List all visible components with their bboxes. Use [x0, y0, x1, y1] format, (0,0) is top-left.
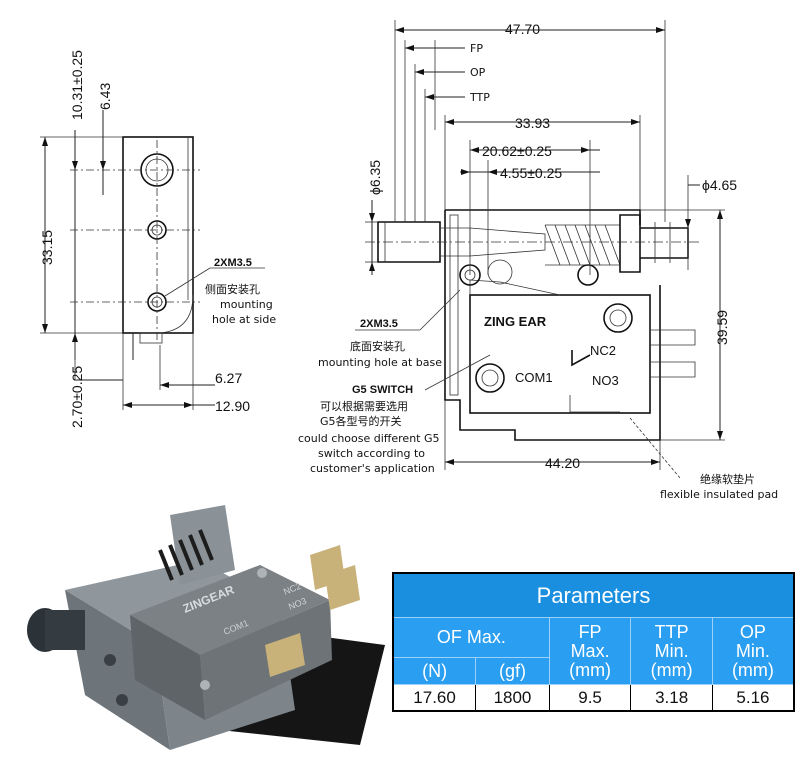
front-view: ZING EAR NC2 COM1 NO3 47.70 FP OP TTP 33…: [298, 20, 778, 500]
side-hole-label-en-2: hole at side: [212, 313, 276, 326]
header-ttp-name: TTP: [654, 621, 689, 642]
header-ttp-sub: Min.: [654, 640, 689, 661]
switch-no: NO3: [592, 373, 619, 388]
parameters-table: Parameters OF Max. FP Max. (mm) TTP Min.…: [392, 572, 795, 712]
side-hole-label-en-1: mounting: [220, 298, 273, 311]
header-fp: FP Max. (mm): [549, 617, 632, 686]
base-hole-label-cn: 底面安装孔: [350, 339, 405, 353]
dim-side-width-total: 12.90: [215, 398, 250, 414]
pad-label-cn: 绝缘软垫片: [700, 472, 755, 486]
parameters-title: Parameters: [394, 574, 793, 618]
switch-com: COM1: [515, 370, 553, 385]
header-op: OP Min. (mm): [712, 617, 793, 686]
header-op-name: OP: [739, 621, 766, 642]
dim-side-bottom: 2.70±0.25: [69, 366, 85, 428]
dim-44-20: 44.20: [545, 455, 580, 471]
header-unit-n: (N): [394, 657, 477, 686]
header-ttp-unit: (mm): [650, 659, 693, 680]
header-op-unit: (mm): [731, 659, 774, 680]
dim-33-93: 33.93: [515, 115, 550, 131]
header-ttp: TTP Min. (mm): [630, 617, 713, 686]
plunger: [377, 221, 441, 263]
dim-20-62: 20.62±0.25: [482, 143, 552, 159]
switch-hole-top: [603, 303, 633, 333]
dim-side-width-inner: 6.27: [215, 370, 242, 386]
side-hole-label-cn: 侧面安装孔: [205, 282, 260, 296]
frame-side: [65, 590, 170, 750]
header-op-sub: Min.: [735, 640, 770, 661]
header-unit-gf: (gf): [475, 657, 550, 686]
header-of-max: OF Max.: [394, 617, 550, 658]
photo-spring: [158, 529, 214, 581]
header-fp-unit: (mm): [569, 659, 612, 680]
dia-4-65: ϕ4.65: [702, 177, 737, 193]
switch-note-cn-2: G5各型号的开关: [320, 414, 402, 428]
switch-note-en-2: switch according to: [318, 447, 425, 460]
value-fp: 9.5: [549, 684, 632, 710]
dim-total-length: 47.70: [505, 21, 540, 37]
product-photo: ZINGEAR COM1 NC2 NO3: [27, 505, 385, 750]
base-hole-label-en: mounting hole at base: [318, 356, 442, 369]
value-op: 5.16: [712, 684, 793, 710]
terminal-2: [325, 565, 360, 610]
value-of-gf: 1800: [475, 684, 550, 710]
dim-side-height: 33.15: [39, 230, 55, 265]
switch-note-cn-1: 可以根据需要选用: [320, 399, 408, 413]
micro-switch-body: [469, 294, 651, 414]
switch-hole-bottom: [475, 363, 505, 393]
label-op: OP: [470, 66, 486, 79]
value-of-n: 17.60: [394, 684, 477, 710]
technical-drawing: 10.31±0.25 6.43 33.15 2.70±0.25 6.27 12.…: [39, 20, 778, 500]
switch-note-en-3: customer's application: [310, 462, 435, 475]
dim-side-top-inner: 6.43: [97, 83, 113, 110]
header-fp-sub: Max.: [570, 640, 610, 661]
switch-note-en-1: could choose different G5: [298, 432, 440, 445]
header-fp-name: FP: [578, 621, 602, 642]
switch-brand: ZING EAR: [484, 314, 547, 329]
side-view: 10.31±0.25 6.43 33.15 2.70±0.25 6.27 12.…: [39, 50, 276, 428]
value-ttp: 3.18: [630, 684, 713, 710]
side-hole-label: 2XM3.5: [214, 257, 252, 269]
pad-label-en: flexible insulated pad: [660, 488, 778, 500]
dim-side-top-total: 10.31±0.25: [69, 50, 85, 120]
dim-4-55: 4.55±0.25: [500, 165, 562, 181]
terminal-3: [265, 633, 305, 677]
switch-nc: NC2: [590, 343, 616, 358]
spring: [544, 224, 621, 266]
label-ttp: TTP: [469, 91, 490, 104]
label-fp: FP: [470, 42, 483, 55]
dim-39-59: 39.59: [714, 310, 730, 345]
switch-label: G5 SWITCH: [352, 384, 413, 396]
base-hole-label: 2XM3.5: [360, 318, 398, 330]
dia-6-35: ϕ6.35: [367, 160, 383, 195]
